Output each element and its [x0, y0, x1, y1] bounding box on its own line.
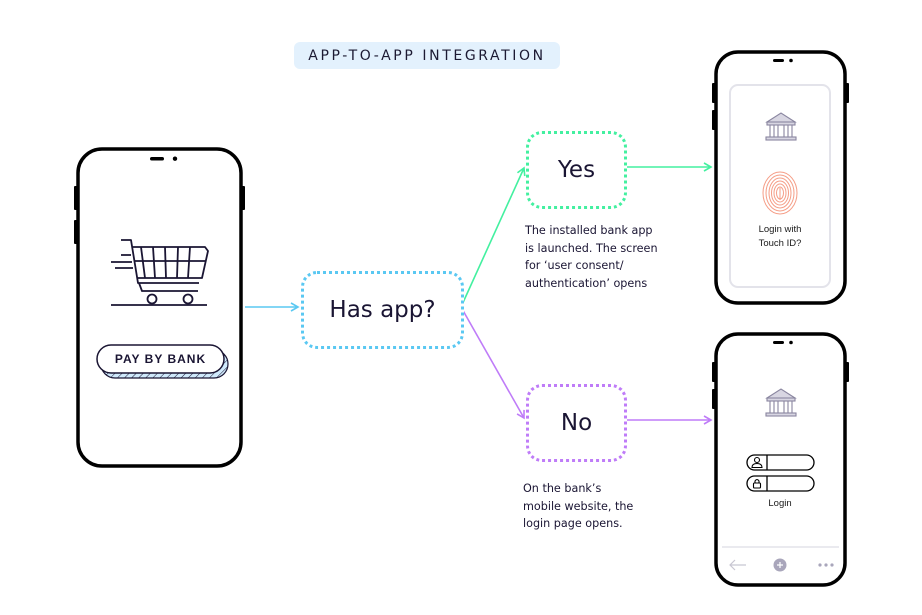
branch-node-yes: Yes: [526, 131, 627, 209]
branch-yes-label: Yes: [557, 157, 596, 183]
decision-node-has-app: Has app?: [301, 271, 464, 349]
connector-no-branch: [460, 306, 525, 420]
pay-by-bank-button[interactable]: [96, 344, 229, 379]
password-field[interactable]: [746, 475, 815, 492]
bank-app-phone: [712, 50, 849, 305]
branch-yes-description: The installed bank app is launched. The …: [525, 224, 658, 290]
phone-speaker: [773, 341, 784, 344]
app-screen-card: [729, 84, 831, 288]
shopping-cart-icon: [111, 239, 209, 306]
pay-by-bank-label[interactable]: PAY BY BANK: [114, 352, 207, 366]
phone-speaker: [773, 59, 784, 62]
login-button[interactable]: Login: [768, 498, 792, 509]
bank-icon: [765, 388, 797, 417]
touch-id-prompt[interactable]: Login with Touch ID?: [758, 224, 802, 249]
bank-icon: [765, 112, 797, 141]
phone-camera: [172, 156, 178, 161]
back-arrow-icon[interactable]: [729, 559, 746, 571]
web-login-phone: [712, 332, 849, 587]
branch-node-no: No: [526, 384, 627, 462]
lock-icon: [752, 478, 762, 489]
phone-speaker: [150, 157, 164, 161]
branch-no-description: On the bank’s mobile website, the login …: [523, 482, 634, 530]
plus-icon[interactable]: [773, 558, 787, 572]
connector-yes-branch: [460, 166, 526, 308]
user-icon: [751, 456, 763, 469]
decision-label: Has app?: [329, 297, 436, 323]
merchant-phone: [74, 147, 245, 468]
phone-frame: [76, 147, 243, 468]
branch-no-label: No: [560, 410, 593, 436]
username-field[interactable]: [746, 454, 815, 471]
phone-camera: [789, 58, 793, 63]
phone-camera: [789, 340, 793, 345]
more-icon[interactable]: [818, 563, 834, 567]
diagram-title: APP-TO-APP INTEGRATION: [294, 42, 560, 69]
fingerprint-icon: [762, 171, 798, 215]
